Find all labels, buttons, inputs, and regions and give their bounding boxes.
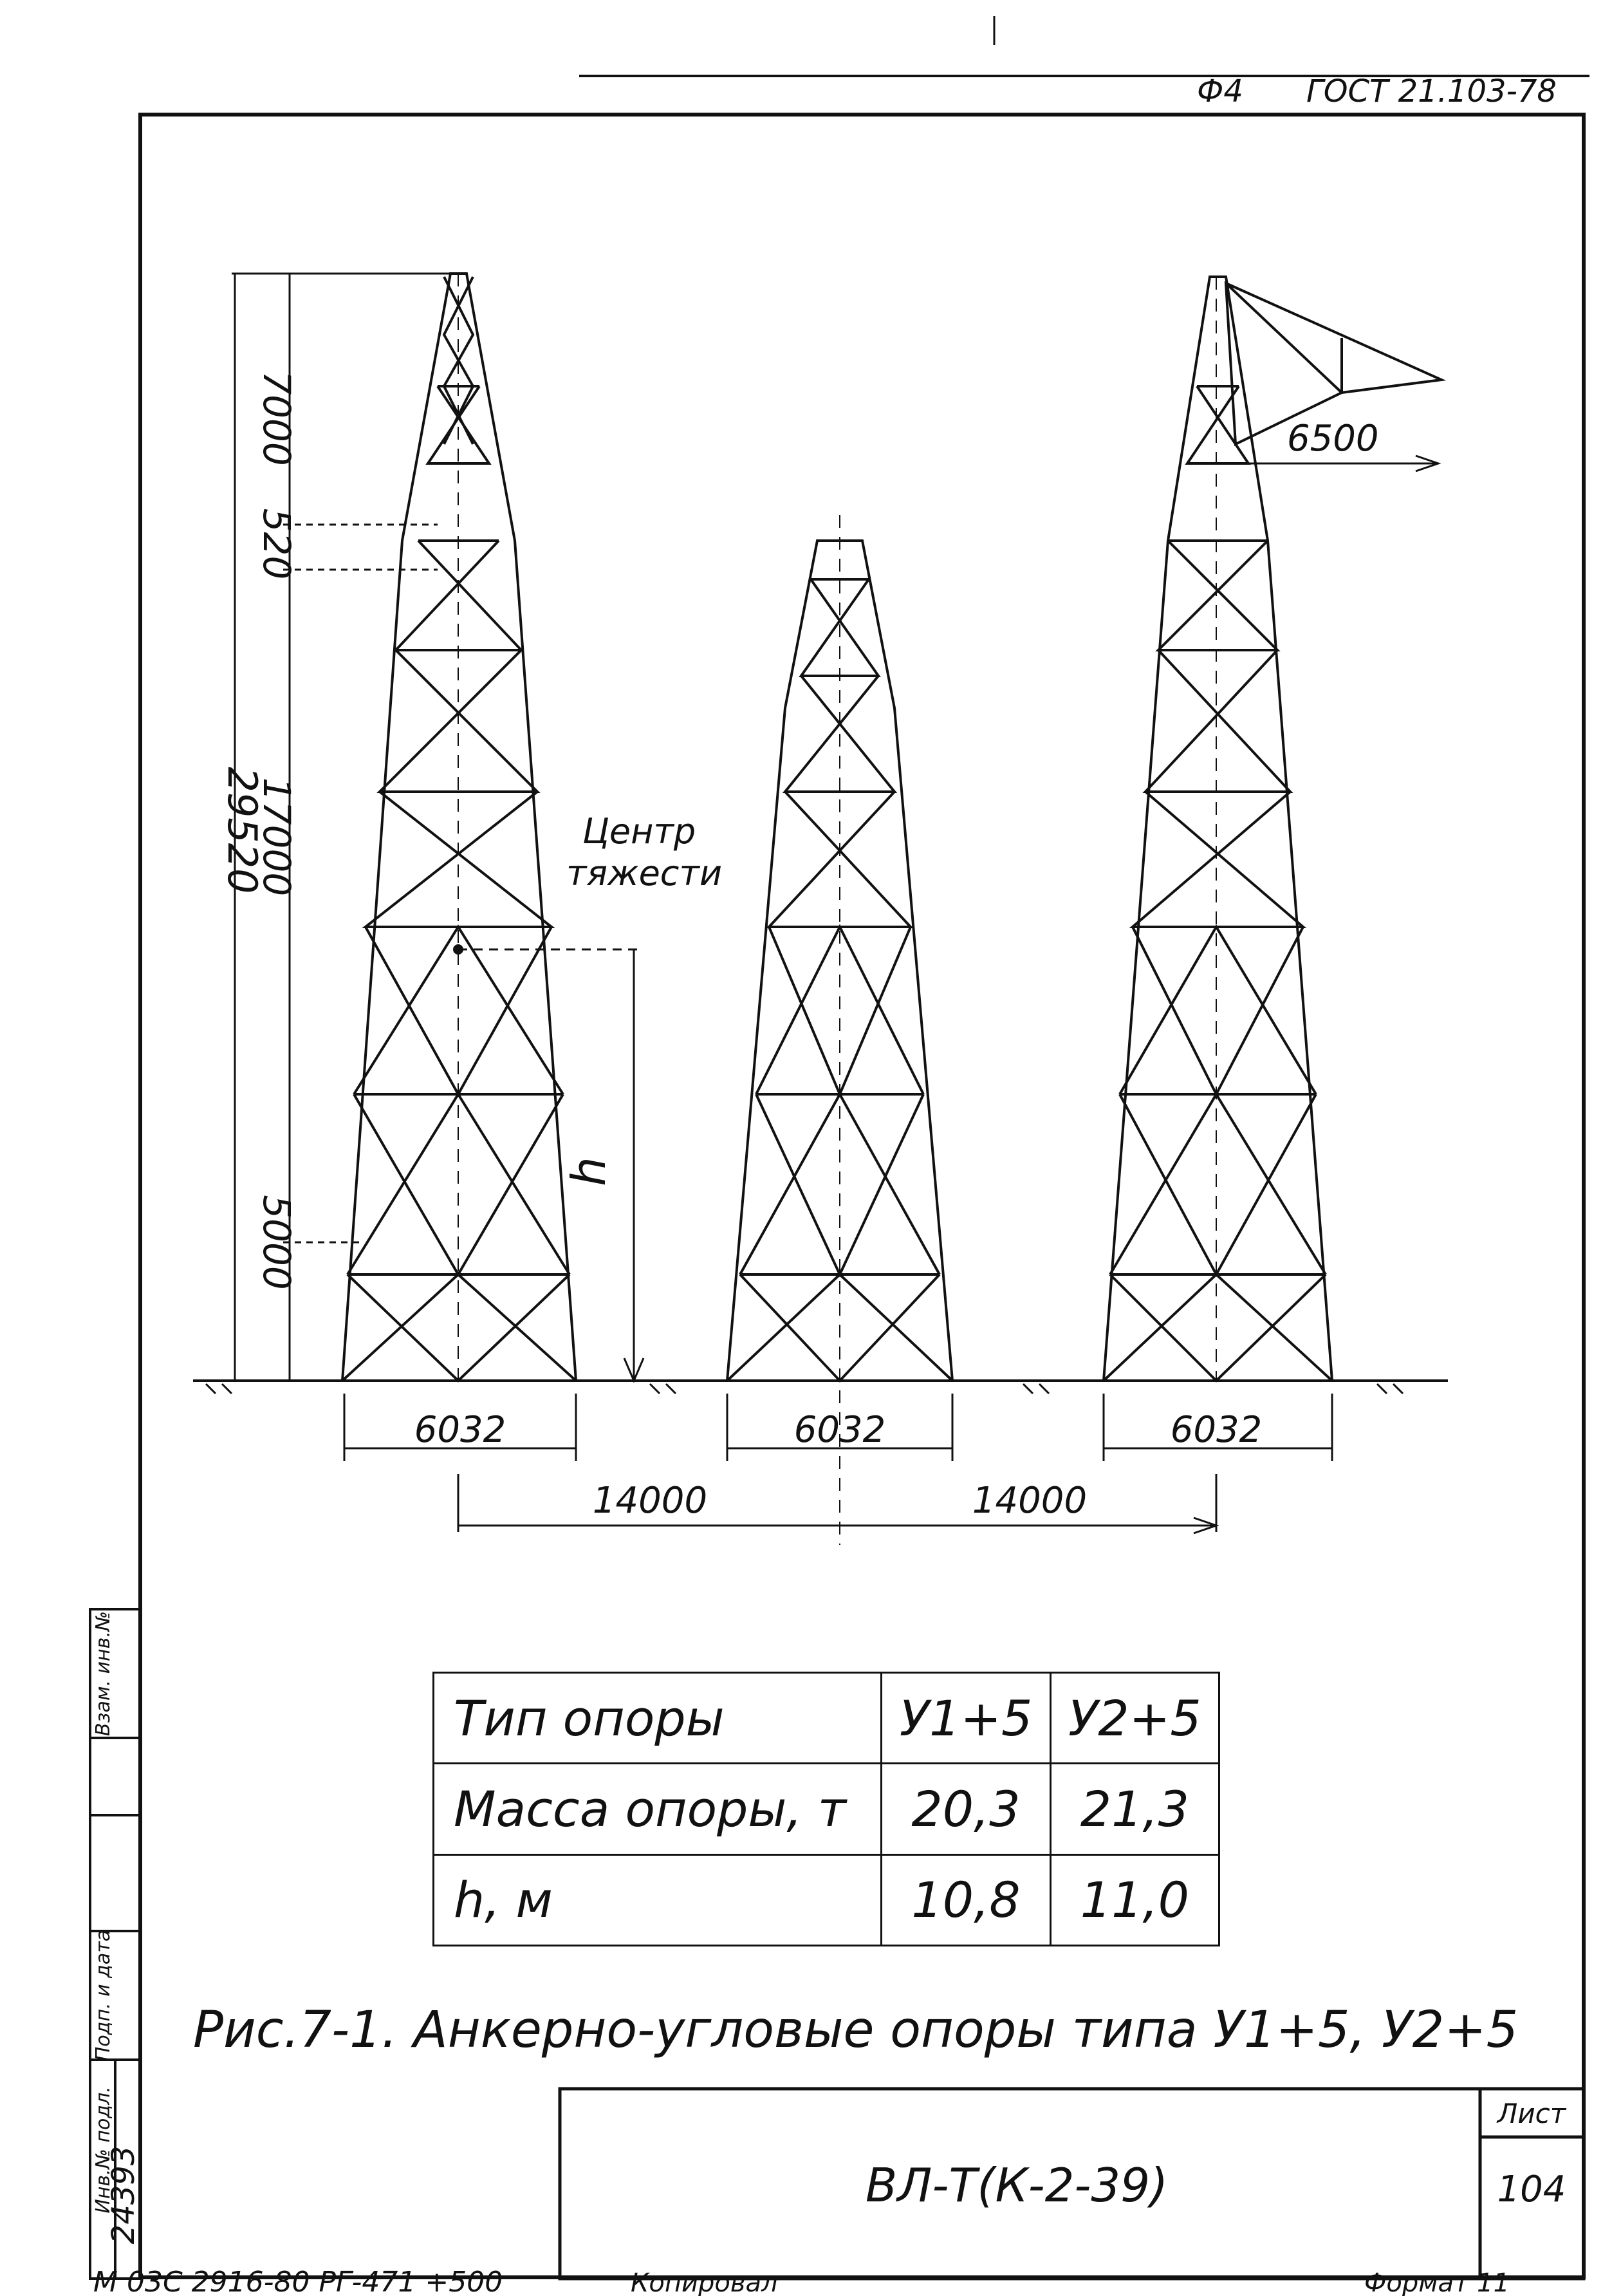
cog-label-1: Центр [582, 811, 696, 852]
table-header-cell: У2+5 [1049, 1671, 1221, 1765]
dim-base-3: 6032 [1171, 1409, 1263, 1451]
sheet-number: 104 [1497, 2169, 1566, 2210]
doc-code: ВЛ-Т(К-2-39) [866, 2158, 1168, 2212]
dim-arm: 6500 [1287, 418, 1379, 460]
inv-label: Инв.№ подл. [92, 2086, 115, 2213]
cog-label-2: тяжести [566, 853, 722, 893]
tower-2 [725, 515, 954, 1545]
table-cell: 10,8 [880, 1853, 1052, 1947]
dim-spacing-2: 14000 [972, 1480, 1087, 1522]
dim-5000: 5000 [255, 1195, 299, 1290]
sheet-label: Лист [1496, 2098, 1567, 2129]
format-code: Ф4 [1197, 73, 1243, 109]
footer-note: М 03С 2916-80 РГ-471 +500 [93, 2266, 503, 2296]
vertical-dimension-lines [232, 272, 450, 1381]
table-cell: 11,0 [1049, 1853, 1221, 1947]
inv-number: 24393 [106, 2146, 142, 2245]
table-header-cell: Тип опоры [432, 1671, 883, 1765]
table-cell: 20,3 [880, 1762, 1052, 1856]
table-header-cell: У1+5 [880, 1671, 1052, 1765]
standard-code: ГОСТ 21.103-78 [1306, 73, 1557, 109]
tower-1 [340, 272, 578, 1383]
table-cell: h, м [432, 1853, 883, 1947]
figure-caption: Рис.7-1. Анкерно-угловые опоры типа У1+5… [193, 2001, 1518, 2059]
dim-total-height: 29520 [219, 767, 266, 893]
table-row: h, м 10,8 11,0 [432, 1853, 1221, 1947]
dim-h: h [562, 1157, 616, 1186]
footer-format: Формат 11 [1364, 2268, 1510, 2296]
dim-17000: 17000 [255, 778, 299, 897]
table-cell: 21,3 [1049, 1762, 1221, 1856]
footer-copied: Копировал [631, 2268, 778, 2296]
dim-top-section: 7000 [255, 371, 299, 466]
table-row: Масса опоры, т 20,3 21,3 [432, 1762, 1221, 1856]
dim-base-1: 6032 [414, 1409, 506, 1451]
table-cell: Масса опоры, т [432, 1762, 883, 1856]
title-block [558, 2087, 1586, 2281]
tower-data-table: Тип опоры У1+5 У2+5 Масса опоры, т 20,3 … [432, 1671, 1221, 1947]
dim-520: 520 [255, 509, 299, 580]
dim-base-2: 6032 [794, 1409, 886, 1451]
table-header-row: Тип опоры У1+5 У2+5 [432, 1671, 1221, 1765]
side-stamp [89, 1608, 142, 2280]
tower-3 [1102, 275, 1447, 1383]
dim-spacing-1: 14000 [593, 1480, 707, 1522]
sign-label: Подп. и дата [92, 1930, 115, 2061]
replace-label: Взам. инв.№ [92, 1611, 115, 1736]
